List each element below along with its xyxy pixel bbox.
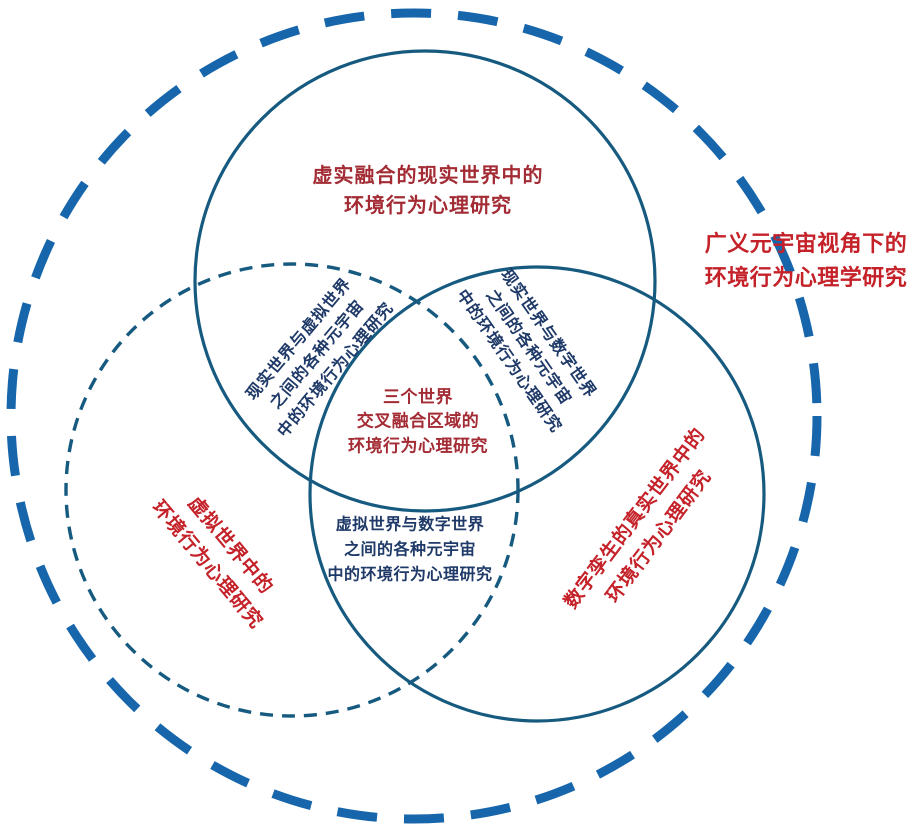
label-top-circle: 虚实融合的现实世界中的 环境行为心理研究	[313, 161, 544, 221]
label-line: 环境行为心理学研究	[704, 265, 908, 290]
label-line: 虚拟世界与数字世界	[335, 516, 485, 534]
label-line: 之间的各种元宇宙	[343, 541, 477, 559]
label-line: 广义元宇宙视角下的	[704, 230, 908, 256]
top-solid-circle	[193, 49, 657, 513]
label-overlap-center: 三个世界 交叉融合区域的 环境行为心理研究	[348, 385, 488, 458]
label-line: 环境行为心理研究	[348, 436, 488, 456]
label-line: 环境行为心理研究	[344, 195, 512, 217]
label-line: 三个世界	[383, 387, 453, 407]
left-dashed-circle	[64, 262, 520, 718]
label-line: 虚实融合的现实世界中的	[312, 165, 544, 187]
outer-dashed-circle	[6, 8, 822, 824]
label-line: 交叉融合区域的	[356, 411, 480, 431]
label-line: 中的环境行为心理研究	[327, 566, 493, 584]
label-outside-right: 广义元宇宙视角下的 环境行为心理学研究	[705, 227, 908, 295]
label-overlap-bottom: 虚拟世界与数字世界 之间的各种元宇宙 中的环境行为心理研究	[327, 514, 492, 589]
right-solid-circle	[308, 265, 766, 723]
